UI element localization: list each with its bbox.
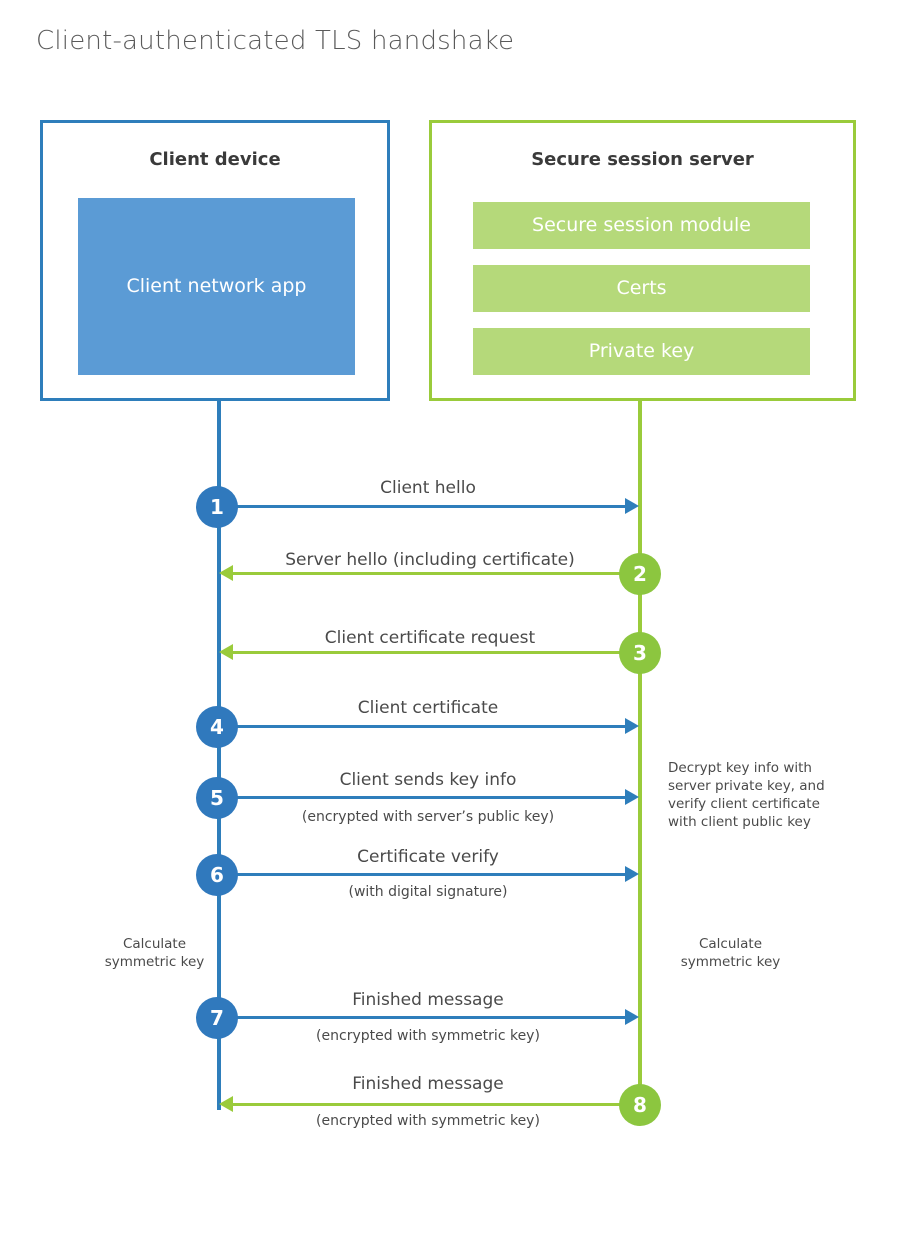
step-5-label: Client sends key info — [339, 770, 517, 790]
step-4-label: Client certificate — [357, 698, 499, 718]
step-badge-8[interactable]: 8 — [619, 1084, 661, 1126]
step-7-arrow-head-icon — [625, 1009, 639, 1025]
step-5-arrow-head-icon — [625, 789, 639, 805]
step-8-arrow-head-icon — [219, 1096, 233, 1112]
server-decrypt-note: Decrypt key info with server private key… — [668, 760, 825, 830]
step-5-arrow-line — [219, 796, 626, 799]
step-1-arrow-head-icon — [625, 498, 639, 514]
server-calculate-symmetric-key-note: Calculate symmetric key — [680, 936, 781, 970]
server-block-secure-session-module: Secure session module — [473, 202, 810, 249]
step-4-arrow-line — [219, 725, 626, 728]
step-8-sublabel: (encrypted with symmetric key) — [316, 1113, 540, 1129]
page-title: Client-authenticated TLS handshake — [36, 26, 515, 56]
step-badge-1[interactable]: 1 — [196, 486, 238, 528]
step-badge-4[interactable]: 4 — [196, 706, 238, 748]
step-badge-5[interactable]: 5 — [196, 777, 238, 819]
step-badge-7[interactable]: 7 — [196, 997, 238, 1039]
step-8-arrow-line — [232, 1103, 640, 1106]
step-3-label: Client certificate request — [324, 628, 536, 648]
step-7-label: Finished message — [352, 990, 504, 1010]
step-7-arrow-line — [219, 1016, 626, 1019]
step-3-arrow-head-icon — [219, 644, 233, 660]
step-5-sublabel: (encrypted with server’s public key) — [301, 809, 555, 825]
step-6-label: Certificate verify — [357, 847, 499, 867]
step-1-arrow-line — [219, 505, 626, 508]
step-badge-3[interactable]: 3 — [619, 632, 661, 674]
step-6-sublabel: (with digital signature) — [348, 884, 508, 900]
step-6-arrow-line — [219, 873, 626, 876]
server-lifeline — [638, 398, 642, 1108]
step-8-label: Finished message — [352, 1074, 504, 1094]
client-device-title: Client device — [149, 149, 281, 170]
step-badge-2[interactable]: 2 — [619, 553, 661, 595]
server-block-certs: Certs — [473, 265, 810, 312]
step-3-arrow-line — [232, 651, 640, 654]
step-4-arrow-head-icon — [625, 718, 639, 734]
step-7-sublabel: (encrypted with symmetric key) — [316, 1028, 540, 1044]
step-2-arrow-line — [232, 572, 640, 575]
step-1-label: Client hello — [380, 478, 476, 498]
client-lifeline — [217, 398, 221, 1110]
client-network-app-block: Client network app — [78, 198, 355, 375]
step-2-arrow-head-icon — [219, 565, 233, 581]
secure-session-server-title: Secure session server — [531, 149, 754, 170]
secure-session-server-box: Secure session server Secure session mod… — [429, 120, 856, 401]
step-6-arrow-head-icon — [625, 866, 639, 882]
step-2-label: Server hello (including certificate) — [285, 550, 575, 570]
step-badge-6[interactable]: 6 — [196, 854, 238, 896]
client-calculate-symmetric-key-note: Calculate symmetric key — [104, 936, 205, 970]
client-device-box: Client device Client network app — [40, 120, 390, 401]
server-block-private-key: Private key — [473, 328, 810, 375]
